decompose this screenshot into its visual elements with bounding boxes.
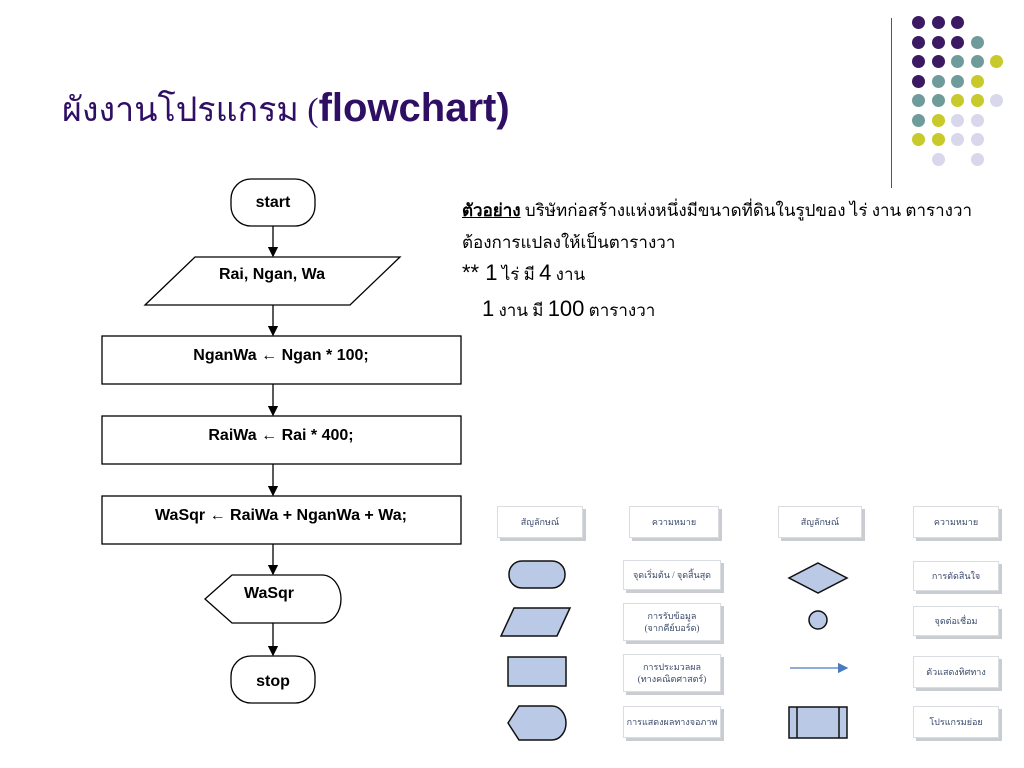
decoration-dot	[951, 133, 964, 146]
decoration-dot	[912, 94, 925, 107]
decoration-dot	[912, 16, 925, 29]
decoration-dot	[970, 113, 984, 127]
process-box-3	[101, 495, 462, 545]
decoration-dot	[931, 113, 945, 127]
decoration-dot	[931, 152, 945, 166]
example-line-1: ตัวอย่าง บริษัทก่อสร้างแห่งหนึ่งมีขนาดที…	[462, 202, 972, 219]
legend-terminal-symbol	[508, 560, 566, 589]
example-line-4-text2: ตารางวา	[584, 301, 656, 320]
stop-label: stop	[256, 673, 290, 690]
decoration-dot	[951, 55, 964, 68]
decoration-dot	[912, 74, 925, 88]
decoration-dot	[912, 133, 925, 146]
display-symbol	[204, 574, 342, 624]
slide-title-thai: ผังงานโปรแกรม (	[62, 92, 319, 129]
legend-display-symbol	[507, 705, 567, 741]
start-label: start	[256, 194, 291, 211]
legend-meaning-decision: การตัดสินใจ	[913, 561, 999, 591]
legend-process-symbol	[507, 656, 567, 687]
decoration-dot	[931, 55, 945, 68]
title-divider-line	[891, 18, 892, 188]
decoration-dot	[931, 133, 945, 146]
example-line-3-prefix: **	[462, 260, 486, 285]
slide-title-latin: flowchart)	[318, 86, 510, 130]
legend-meaning-connector: จุดต่อเชื่อม	[913, 606, 999, 636]
decoration-dot	[951, 74, 964, 88]
legend-meaning-subprogram: โปรแกรมย่อย	[913, 706, 999, 738]
example-line-3-num2: 4	[539, 260, 552, 285]
process-label-3: WaSqr ← RaiWa + NganWa + Wa;	[155, 507, 407, 524]
decoration-dot	[912, 35, 925, 49]
example-line-1-text: บริษัทก่อสร้างแห่งหนึ่งมีขนาดที่ดินในรูป…	[520, 201, 973, 220]
example-label: ตัวอย่าง	[462, 201, 521, 220]
decoration-dot	[990, 55, 1003, 68]
example-line-3-text2: งาน	[551, 265, 586, 284]
decoration-dot	[912, 55, 925, 68]
decoration-dot	[931, 94, 945, 107]
legend-meaning-flowline: ตัวแสดงทิศทาง	[913, 656, 999, 688]
process-label-2: RaiWa ← Rai * 400;	[208, 427, 353, 444]
process-label-1: NganWa ← Ngan * 100;	[193, 347, 368, 364]
legend-header-meaning-1: ความหมาย	[629, 506, 719, 538]
legend-header-symbol-1: สัญลักษณ์	[497, 506, 583, 538]
legend-connector-symbol	[808, 610, 828, 630]
legend-meaning-input: การรับข้อมูล (จากคีย์บอร์ด)	[623, 603, 721, 641]
decoration-dot	[951, 94, 964, 107]
legend-input-symbol	[499, 607, 572, 637]
slide-title: ผังงานโปรแกรม (flowchart)	[62, 82, 510, 136]
decoration-dot	[990, 94, 1003, 107]
example-line-4-text1: งาน มี	[494, 301, 548, 320]
input-parallelogram	[143, 256, 402, 306]
legend-header-symbol-2: สัญลักษณ์	[778, 506, 862, 538]
legend-header-meaning-2: ความหมาย	[913, 506, 999, 538]
legend-meaning-process: การประมวลผล (ทางคณิตศาสตร์)	[623, 654, 721, 692]
decoration-dot	[951, 113, 964, 127]
decoration-dot	[970, 152, 984, 166]
output-label: WaSqr	[244, 585, 294, 602]
decoration-dot	[951, 35, 964, 49]
flowchart: start Rai, Ngan, Wa NganWa ← Ngan * 100;…	[101, 178, 462, 704]
example-line-3-text1: ไร่ มี	[497, 265, 540, 284]
input-label: Rai, Ngan, Wa	[219, 266, 325, 283]
legend-meaning-display: การแสดงผลทางจอภาพ	[623, 706, 721, 738]
example-line-3-num1: 1	[485, 260, 498, 285]
legend-meaning-terminal: จุดเริ่มต้น / จุดสิ้นสุด	[623, 560, 721, 590]
example-line-2: ต้องการแปลงให้เป็นตารางวา	[462, 233, 676, 252]
decoration-dot	[970, 55, 984, 68]
example-line-4-num2: 100	[547, 296, 585, 321]
decoration-dot	[931, 35, 945, 49]
decoration-dot	[931, 74, 945, 88]
decoration-dot	[931, 16, 945, 29]
decoration-dot	[912, 113, 925, 127]
process-box-1	[101, 335, 462, 385]
legend-decision-symbol	[787, 562, 849, 594]
decoration-dot	[970, 94, 984, 107]
decoration-dot	[970, 133, 984, 146]
decoration-dot	[951, 16, 964, 29]
example-line-4: 1 งาน มี 100 ตารางวา	[482, 298, 655, 320]
decoration-dot	[970, 35, 984, 49]
decoration-dot	[970, 74, 984, 88]
example-line-3: ** 1 ไร่ มี 4 งาน	[462, 262, 585, 284]
legend-subprogram-symbol	[788, 706, 848, 739]
process-box-2	[101, 415, 462, 465]
example-line-4-num1: 1	[482, 296, 495, 321]
